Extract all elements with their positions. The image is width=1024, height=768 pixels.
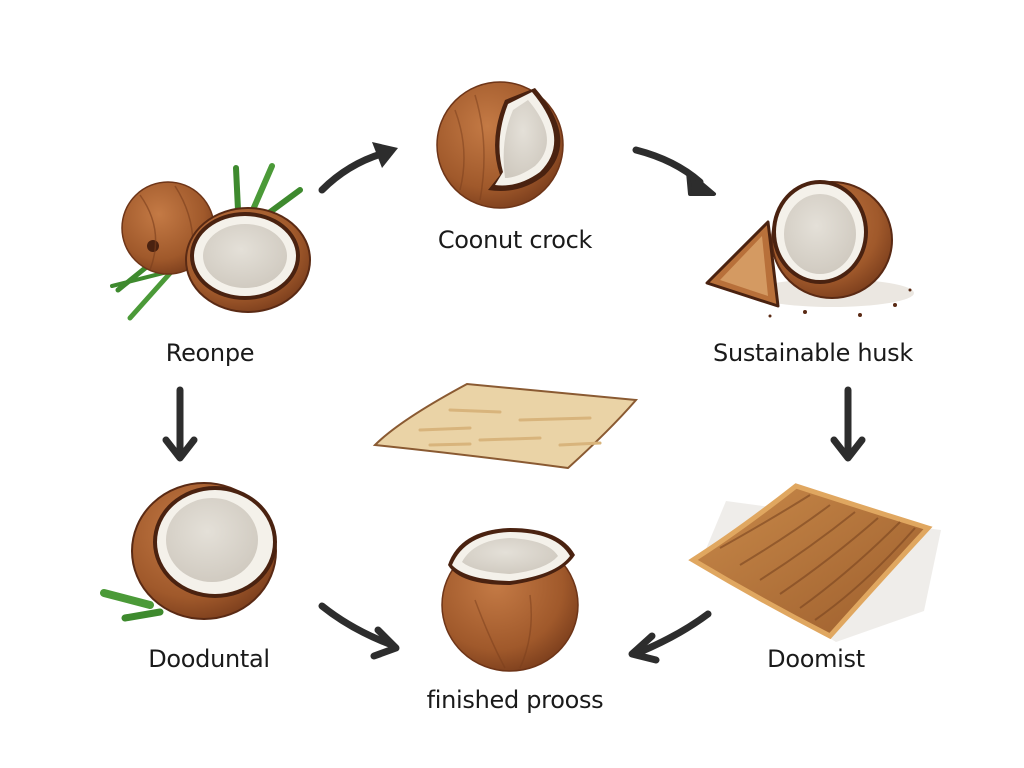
opened-coconut-icon xyxy=(441,528,579,672)
arrow-crock-to-husk-icon xyxy=(632,146,716,196)
node-label-reonpe: Reonpe xyxy=(165,339,255,367)
node-label-sustainable-husk: Sustainable husk xyxy=(713,339,913,367)
fiber-sheet-icon xyxy=(372,382,639,470)
cracked-coconut-icon xyxy=(436,81,564,209)
coconut-with-leaves-icon xyxy=(110,163,311,321)
woven-mat-icon xyxy=(688,483,941,642)
arrow-husk-to-doomist-icon xyxy=(830,386,866,462)
arrow-doomist-to-finished-icon xyxy=(628,610,712,664)
split-coconut-husk-icon xyxy=(705,180,914,318)
node-label-dooduntal: Dooduntal xyxy=(148,645,270,673)
arrow-reonpe-to-crock-icon xyxy=(318,142,398,194)
node-label-finished-proos: finished prooss xyxy=(426,686,604,714)
node-label-coconut-crock: Coonut crock xyxy=(437,226,593,254)
arrow-dooduntal-to-finished-icon xyxy=(318,602,400,660)
node-label-doomist: Doomist xyxy=(767,645,865,673)
arrow-reonpe-to-dooduntal-icon xyxy=(162,386,198,462)
halved-coconut-icon xyxy=(100,482,277,622)
